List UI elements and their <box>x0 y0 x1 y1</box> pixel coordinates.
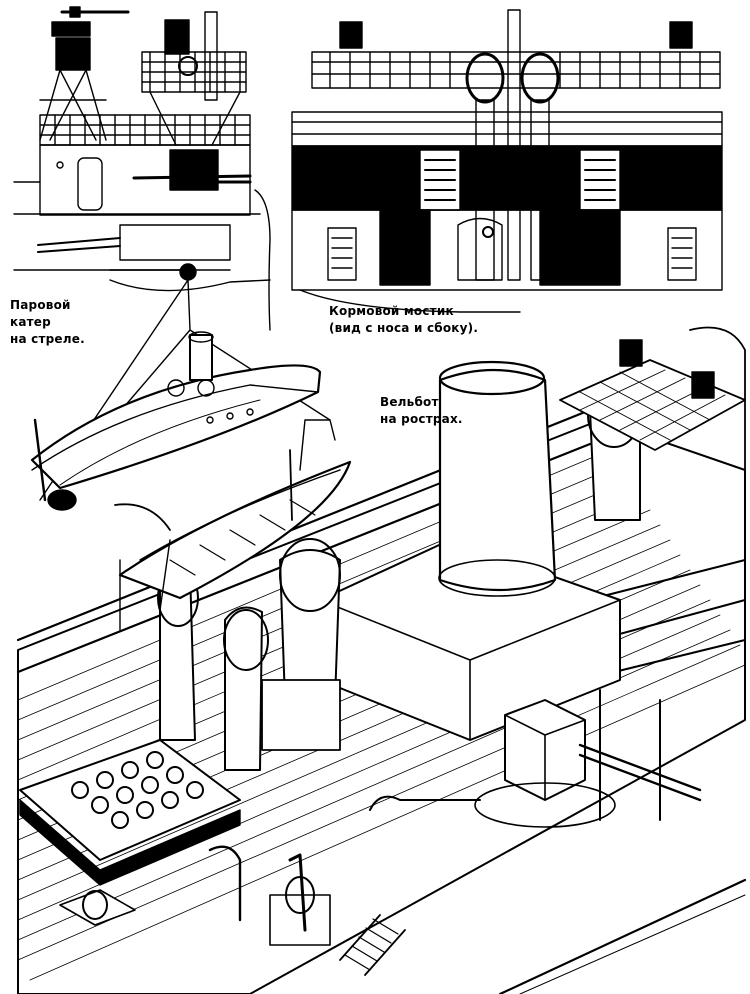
steam-launch-caption-line-2: катер <box>10 315 51 329</box>
steam-launch-caption-line-1: Паровой <box>10 298 71 312</box>
whaleboat-caption-line-2: на рострах. <box>380 412 463 426</box>
aft-bridge-caption-line-1: Кормовой мостик <box>329 304 454 318</box>
whaleboat-caption-line-1: Вельбот <box>380 395 439 409</box>
aft-bridge-caption: Кормовой мостик (вид с носа и сбоку). <box>329 303 478 337</box>
steam-launch-caption: Паровой катер на стреле. <box>10 297 85 348</box>
aft-bridge-caption-line-2: (вид с носа и сбоку). <box>329 321 479 335</box>
steam-launch-caption-line-3: на стреле. <box>10 332 85 346</box>
steam-launch <box>30 263 331 511</box>
isometric-deck <box>16 326 747 994</box>
whaleboat <box>114 419 352 631</box>
whaleboat-caption: Вельбот на рострах. <box>380 394 463 428</box>
aft-bridge-front-view <box>291 9 723 313</box>
side-view-bridge <box>13 6 271 331</box>
